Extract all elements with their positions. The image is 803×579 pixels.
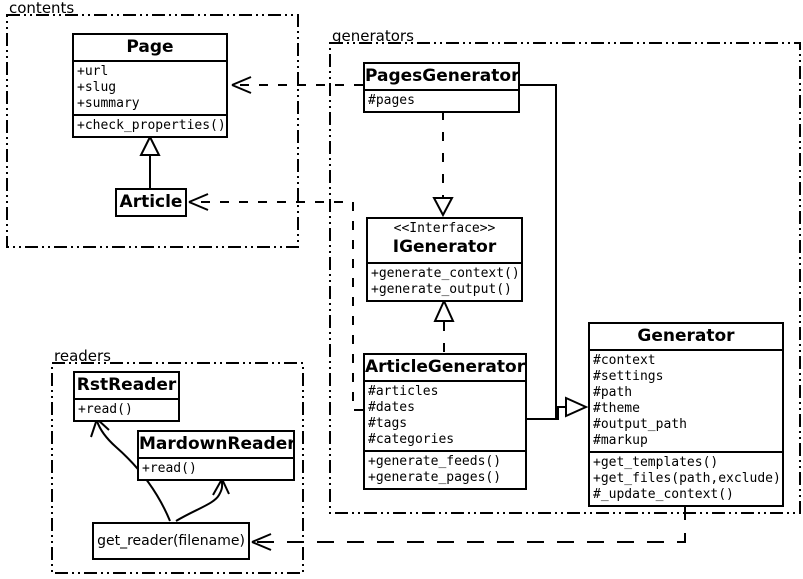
attribute: #theme (593, 401, 640, 416)
class-mardownreader-methods: +read() (139, 457, 293, 479)
method: #_update_context() (593, 487, 734, 502)
get-reader-box: get_reader(filename) (92, 522, 250, 560)
generator-to-getreader-dependency-arrow (251, 503, 686, 551)
class-generator-title: Generator (637, 326, 735, 346)
class-articlegenerator-attributes: #articles #dates #tags #categories (365, 380, 525, 450)
attribute: #settings (593, 369, 664, 384)
generators-to-generator-generalization-arrow (520, 84, 589, 420)
class-articlegenerator-title: ArticleGenerator (365, 357, 525, 377)
class-rstreader: RstReader +read() (73, 371, 180, 422)
class-articlegenerator: ArticleGenerator #articles #dates #tags … (363, 353, 527, 490)
attribute: +url (77, 64, 109, 79)
method: +check_properties() (77, 118, 223, 133)
method: +read() (142, 461, 197, 476)
class-generator-methods: +get_templates() +get_files(path,exclude… (590, 451, 782, 505)
method: +get_templates() (593, 455, 719, 470)
class-page-attributes: +url +slug +summary (74, 60, 226, 114)
class-generator: Generator #context #settings #path #them… (588, 322, 784, 507)
attribute: #tags (368, 416, 408, 431)
attribute: #markup (593, 433, 648, 448)
class-igenerator-stereotype: <<Interface>> (393, 221, 496, 236)
class-igenerator-methods: +generate_context() +generate_output() (368, 262, 521, 300)
attribute: #articles (368, 384, 439, 399)
class-rstreader-methods: +read() (75, 398, 178, 420)
attribute: +summary (77, 96, 140, 111)
contents-package-label: contents (9, 0, 75, 17)
class-article-title: Article (119, 192, 183, 212)
pagesgenerator-to-page-dependency-arrow (231, 76, 363, 94)
generators-package-border (329, 42, 801, 514)
class-article: Article (115, 188, 187, 217)
pagesgenerator-to-igenerator-realization-arrow (432, 111, 454, 218)
attribute: #context (593, 353, 656, 368)
class-page-title: Page (126, 37, 174, 57)
class-igenerator: <<Interface>> IGenerator +generate_conte… (366, 217, 523, 302)
generators-package-label: generators (332, 27, 414, 45)
class-mardownreader-title: MardownReader (139, 434, 293, 454)
attribute: #output_path (593, 417, 687, 432)
class-pagesgenerator: PagesGenerator #pages (363, 62, 520, 113)
class-pagesgenerator-attributes: #pages (365, 89, 518, 111)
contents-package-border (6, 14, 299, 248)
getreader-to-mardownreader-arrow (175, 478, 230, 522)
class-articlegenerator-methods: +generate_feeds() +generate_pages() (365, 450, 525, 488)
class-igenerator-title: IGenerator (392, 237, 497, 257)
articlegenerator-to-article-dependency-arrow (188, 193, 363, 411)
class-igenerator-header: <<Interface>> IGenerator (368, 219, 521, 262)
method: +generate_pages() (368, 470, 502, 485)
attribute: #categories (368, 432, 455, 447)
method: +generate_feeds() (368, 454, 502, 469)
articlegenerator-to-igenerator-realization-arrow (433, 298, 455, 352)
readers-package-label: readers (54, 347, 111, 365)
article-to-page-generalization-arrow (139, 134, 161, 188)
class-page: Page +url +slug +summary +check_properti… (72, 33, 228, 138)
method: +generate_output() (371, 282, 512, 297)
class-pagesgenerator-title: PagesGenerator (365, 66, 518, 86)
attribute: #dates (368, 400, 415, 415)
method: +generate_context() (371, 266, 518, 281)
class-mardownreader: MardownReader +read() (137, 430, 295, 481)
method: +get_files(path,exclude) (593, 471, 779, 486)
readers-package-border (51, 362, 304, 574)
method: +read() (78, 402, 133, 417)
attribute: #path (593, 385, 633, 400)
class-page-methods: +check_properties() (74, 114, 226, 136)
attribute: +slug (77, 80, 117, 95)
attribute: #pages (368, 93, 415, 108)
class-generator-attributes: #context #settings #path #theme #output_… (590, 349, 782, 451)
class-rstreader-title: RstReader (76, 375, 177, 395)
